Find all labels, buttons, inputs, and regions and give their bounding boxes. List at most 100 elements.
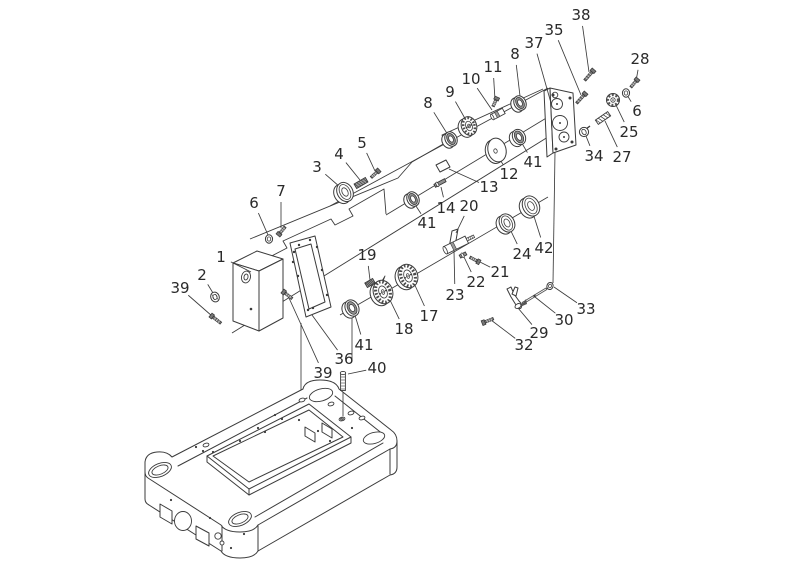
- screw-39-bottom-thread-0: [285, 293, 288, 296]
- leader-23: [453, 250, 456, 285]
- screw-39-left: [208, 312, 223, 325]
- bearing-41-mid-bore: [410, 195, 416, 203]
- leader-6-left: [258, 212, 269, 236]
- bearing-3-race: [338, 184, 352, 200]
- leader-18: [388, 297, 400, 320]
- coupler-4: [353, 176, 369, 190]
- screw-28-thread-0: [633, 81, 636, 84]
- callout-35: 35: [544, 21, 563, 39]
- leader-37: [536, 53, 552, 104]
- spring-27-coil-2: [600, 116, 606, 120]
- bearing-42-race: [524, 197, 538, 215]
- leader-4: [345, 162, 361, 181]
- washer-6-left-bore: [266, 236, 272, 242]
- bracket-13: [435, 159, 451, 173]
- shaft-23-band: [449, 241, 457, 251]
- base-front-c1: [214, 532, 222, 540]
- gear-17-webhole-2: [404, 277, 407, 279]
- callout-39-bottom: 39: [313, 364, 332, 382]
- rod-30-dot: [533, 294, 536, 298]
- leader-39-bottom: [288, 297, 319, 364]
- hole-dot-5: [556, 103, 558, 105]
- gear-18-dot: [382, 291, 384, 293]
- callout-19: 19: [357, 246, 376, 264]
- callout-22: 22: [466, 273, 485, 291]
- callout-13: 13: [479, 178, 498, 196]
- bearing-42-bore: [527, 201, 535, 211]
- spring-27-coil-3: [602, 114, 608, 119]
- pin-14-collar: [435, 181, 440, 188]
- fork-29-foot: [514, 303, 522, 309]
- screw-32: [480, 316, 495, 326]
- plate-bore-2: [551, 98, 563, 110]
- spring-27-coil-0: [595, 119, 601, 124]
- gear-17-dot: [407, 275, 409, 277]
- base-tslot-1: [304, 426, 316, 443]
- spring-19-coil-2: [367, 280, 373, 286]
- screw-38: [583, 67, 597, 82]
- screw-39-left-thread-0: [213, 317, 217, 320]
- leader-22: [463, 256, 472, 273]
- callout-40: 40: [367, 359, 386, 377]
- hole-dot-17: [249, 307, 253, 311]
- base-top-hole-5: [202, 442, 210, 448]
- plate-bore-1: [552, 115, 568, 131]
- callout-7: 7: [276, 182, 286, 200]
- screw-28-thread-1: [632, 82, 635, 86]
- coupler-4-coil-2: [358, 180, 364, 186]
- leader-13: [448, 168, 480, 183]
- hole-dot-30: [242, 532, 246, 536]
- hole-dot-16: [311, 306, 315, 310]
- callout-24: 24: [512, 245, 531, 263]
- pin-40-head: [339, 370, 347, 376]
- screw-35: [575, 90, 589, 105]
- callout-29: 29: [529, 324, 548, 342]
- base-cavity-depth-b: [248, 436, 352, 496]
- base-rail-nw-inner: [177, 397, 308, 467]
- ring-33-bore: [548, 283, 552, 289]
- bearing-41-upper-bore: [515, 133, 523, 141]
- boss-s-hole: [228, 511, 252, 527]
- leader-39-left: [187, 294, 213, 317]
- pin-40-body: [340, 373, 346, 391]
- callout-41-upper: 41: [523, 153, 542, 171]
- callout-41-lower: 41: [354, 336, 373, 354]
- callout-2: 2: [197, 266, 207, 284]
- base-notch-1: [159, 503, 173, 525]
- base-top-hole-2: [327, 401, 335, 407]
- callout-25: 25: [619, 123, 638, 141]
- screw-7-thread-1: [281, 228, 284, 232]
- callout-34: 34: [584, 147, 603, 165]
- leader-34: [585, 135, 591, 146]
- hole-dot-20: [256, 426, 260, 430]
- callout-30: 30: [554, 311, 573, 329]
- hole-dot-12: [325, 293, 329, 297]
- housing-hole-inner: [243, 273, 249, 281]
- gasket-outer: [289, 235, 332, 318]
- coupler-4-coil-4: [362, 178, 368, 183]
- gear-18-webhole-2: [379, 293, 382, 295]
- screw-28: [629, 76, 641, 89]
- screw-21-thread-2: [470, 256, 473, 260]
- washer-2-hatch-1: [211, 294, 215, 301]
- screw-11: [491, 95, 501, 108]
- boss-s-bore: [231, 513, 249, 525]
- screw-35-thread-1: [579, 97, 582, 101]
- hole-dot-10: [315, 245, 319, 249]
- bearing-24-bore: [503, 218, 511, 228]
- leader-5: [366, 152, 376, 172]
- hole-dot-33: [169, 498, 173, 502]
- screw-21-thread-0: [474, 258, 477, 262]
- spring-27: [594, 110, 612, 126]
- hole-dot-32: [208, 516, 212, 520]
- pin-22: [458, 251, 468, 259]
- callout-23: 23: [445, 286, 464, 304]
- leader-30: [534, 296, 556, 314]
- leader-27: [604, 120, 618, 148]
- hole-dot-18: [273, 413, 277, 417]
- callout-9: 9: [445, 83, 455, 101]
- callout-6-left: 6: [249, 194, 259, 212]
- base-front-c2: [219, 540, 225, 546]
- gasket-inner: [294, 243, 326, 310]
- spring-19-coil-0: [365, 282, 370, 287]
